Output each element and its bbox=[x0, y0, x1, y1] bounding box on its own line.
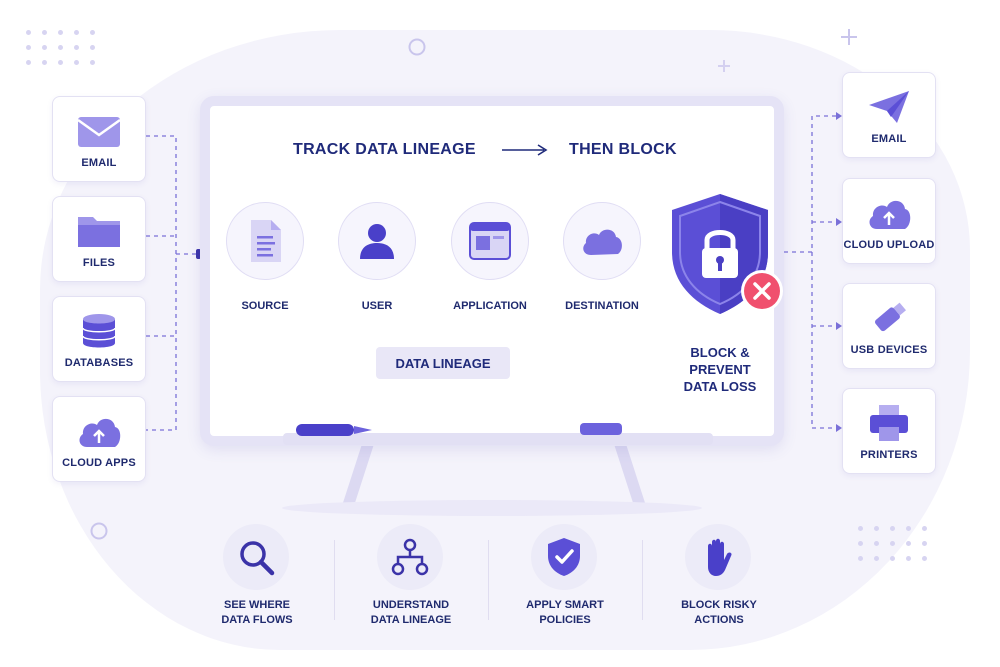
node-label-user: USER bbox=[361, 300, 393, 312]
feature-label: BLOCK RISKY ACTIONS bbox=[644, 598, 794, 628]
hand-stop-icon bbox=[708, 538, 732, 576]
whiteboard-tray bbox=[283, 433, 713, 445]
folder-icon bbox=[78, 217, 120, 247]
source-card-databases: DATABASES bbox=[52, 296, 146, 382]
source-card-email: EMAIL bbox=[52, 96, 146, 182]
destination-card-cloud-upload: CLOUD UPLOAD bbox=[842, 178, 936, 264]
magnifier-icon bbox=[240, 541, 275, 576]
divider bbox=[488, 540, 489, 620]
hierarchy-icon bbox=[391, 538, 429, 576]
feature-label: APPLY SMART POLICIES bbox=[490, 598, 640, 628]
feature-line-2: POLICIES bbox=[539, 614, 591, 626]
feature-label: UNDERSTAND DATA LINEAGE bbox=[336, 598, 486, 628]
printer-icon bbox=[870, 405, 908, 441]
destination-card-email: EMAIL bbox=[842, 72, 936, 158]
app-window-icon bbox=[469, 222, 511, 260]
arrow-right-icon bbox=[502, 144, 548, 156]
feature-line-2: ACTIONS bbox=[694, 614, 744, 626]
decorative-circle bbox=[408, 38, 426, 56]
cloud-upload-icon bbox=[869, 200, 911, 229]
destination-label-usb: USB DEVICES bbox=[850, 344, 928, 356]
block-prevent-text: BLOCK & PREVENT DATA LOSS bbox=[672, 344, 768, 395]
feature-icon-circle bbox=[377, 524, 443, 590]
node-destination bbox=[563, 202, 641, 280]
node-user bbox=[338, 202, 416, 280]
divider bbox=[642, 540, 643, 620]
source-card-files: FILES bbox=[52, 196, 146, 282]
decorative-plus bbox=[841, 29, 857, 45]
block-line-2: PREVENT bbox=[689, 362, 751, 377]
feature-label: SEE WHERE DATA FLOWS bbox=[182, 598, 332, 628]
title-track-lineage: TRACK DATA LINEAGE bbox=[293, 141, 476, 158]
envelope-icon bbox=[77, 117, 121, 147]
node-label-source: SOURCE bbox=[241, 300, 289, 312]
feature-line-2: DATA FLOWS bbox=[221, 614, 293, 626]
source-label-cloud-apps: CLOUD APPS bbox=[62, 457, 136, 469]
database-icon bbox=[82, 314, 116, 348]
decorative-dots bbox=[858, 526, 928, 561]
feature-icon-circle bbox=[685, 524, 751, 590]
feature-icon-circle bbox=[531, 524, 597, 590]
shield-check-icon bbox=[548, 538, 580, 576]
destination-card-usb: USB DEVICES bbox=[842, 283, 936, 369]
destination-label-printers: PRINTERS bbox=[860, 449, 918, 461]
paper-plane-icon bbox=[869, 91, 909, 123]
source-label-files: FILES bbox=[82, 257, 116, 269]
usb-drive-icon bbox=[875, 302, 907, 332]
block-line-1: BLOCK & bbox=[690, 345, 750, 360]
divider bbox=[334, 540, 335, 620]
data-lineage-label: DATA LINEAGE bbox=[376, 347, 510, 379]
block-line-3: DATA LOSS bbox=[683, 379, 757, 394]
decorative-plus bbox=[718, 60, 730, 72]
node-application bbox=[451, 202, 529, 280]
destination-label-email: EMAIL bbox=[871, 133, 907, 145]
feature-line-1: APPLY SMART bbox=[526, 599, 604, 611]
feature-line-2: DATA LINEAGE bbox=[370, 614, 452, 626]
title-then-block: THEN BLOCK bbox=[569, 141, 677, 158]
node-label-destination: DESTINATION bbox=[565, 300, 639, 312]
source-label-email: EMAIL bbox=[81, 157, 117, 169]
destination-card-printers: PRINTERS bbox=[842, 388, 936, 474]
feature-line-1: UNDERSTAND bbox=[372, 599, 450, 611]
feature-icon-circle bbox=[223, 524, 289, 590]
shield-lock-icon bbox=[672, 194, 783, 314]
feature-line-1: SEE WHERE bbox=[223, 599, 290, 611]
decorative-dots bbox=[26, 30, 96, 65]
cloud-icon bbox=[583, 229, 622, 255]
source-label-databases: DATABASES bbox=[64, 357, 134, 369]
user-icon bbox=[360, 224, 394, 259]
source-card-cloud-apps: CLOUD APPS bbox=[52, 396, 146, 482]
destination-label-cloud-upload: CLOUD UPLOAD bbox=[843, 239, 935, 251]
document-icon bbox=[251, 220, 281, 262]
feature-line-1: BLOCK RISKY bbox=[681, 599, 757, 611]
node-source bbox=[226, 202, 304, 280]
cloud-upload-icon bbox=[79, 418, 121, 447]
decorative-circle bbox=[90, 522, 108, 540]
node-label-application: APPLICATION bbox=[453, 300, 527, 312]
